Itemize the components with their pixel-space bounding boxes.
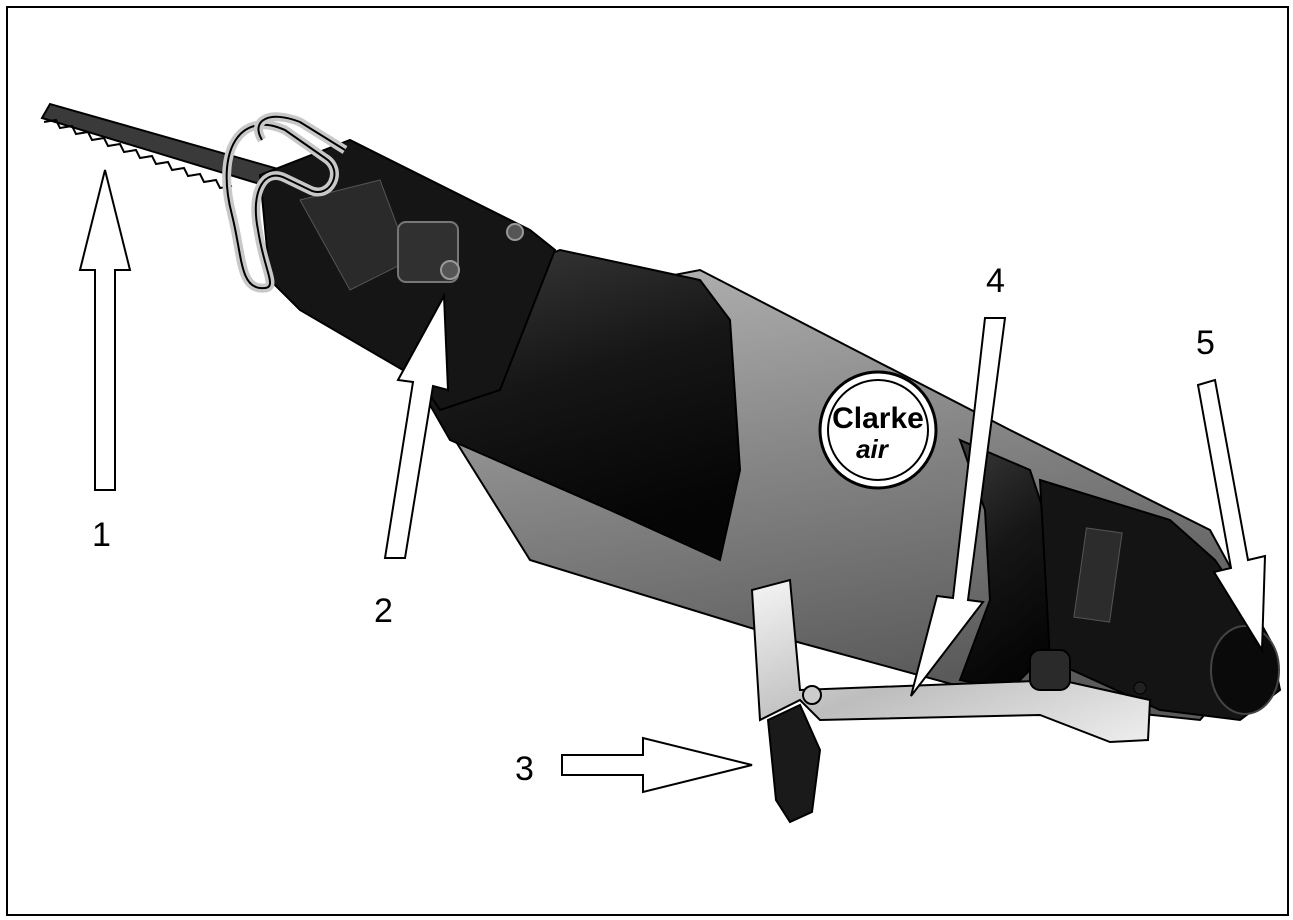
callout-arrow-2: [383, 292, 450, 559]
callout-arrow-5: [1196, 378, 1267, 654]
callout-label-5: 5: [1196, 324, 1215, 362]
callout-label-4: 4: [986, 262, 1005, 300]
callout-label-1: 1: [92, 516, 111, 554]
callout-label-2: 2: [374, 592, 393, 630]
blade-guide-loop: [222, 112, 348, 293]
callout-arrow-1: [78, 169, 132, 491]
blade-clamp: [258, 138, 557, 412]
throttle-lever-end: [766, 703, 822, 824]
callout-arrow-3: [561, 736, 753, 794]
air-inlet-fitting: [1210, 625, 1280, 715]
clarke-air-logo: Clarke air: [818, 370, 938, 490]
callout-label-3: 3: [515, 750, 534, 788]
throttle-lever: [750, 578, 1152, 744]
logo-text-clarke: Clarke: [832, 402, 924, 435]
logo-text-air: air: [856, 434, 890, 464]
callout-arrow-4: [910, 317, 1007, 697]
